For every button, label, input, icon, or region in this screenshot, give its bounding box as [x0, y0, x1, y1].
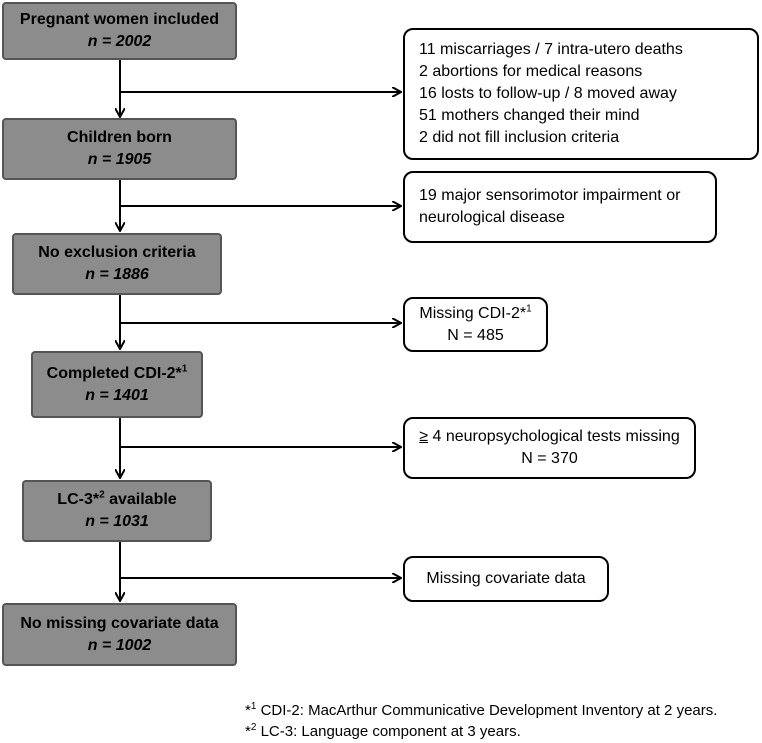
exclusion-line: 16 losts to follow-up / 8 moved away	[419, 85, 677, 102]
box-count: n = 1401	[85, 386, 149, 404]
box-count: n = 1002	[87, 636, 152, 654]
box-title: Pregnant women included	[19, 11, 220, 28]
exclusion-line: 19 major sensorimotor impairment or	[419, 187, 681, 204]
exclusion-box-4: ≥ 4 neuropsychological tests missing N =…	[403, 417, 696, 479]
exclusion-line: Missing covariate data	[426, 570, 586, 587]
exclusion-count: N = 485	[447, 326, 504, 344]
exclusion-line: 2 did not fill inclusion criteria	[419, 129, 620, 146]
exclusion-line: ≥ 4 neuropsychological tests missing	[419, 428, 680, 445]
box-title: LC-3*2 available	[57, 489, 177, 508]
footnote-1: *1 CDI-2: MacArthur Communicative Develo…	[245, 701, 718, 720]
exclusion-line: neurological disease	[419, 209, 565, 226]
box-title: No exclusion criteria	[38, 244, 196, 261]
exclusion-box-3: Missing CDI-2*1 N = 485	[403, 297, 548, 352]
exclusion-line: 11 miscarriages / 7 intra-utero deaths	[419, 41, 683, 58]
exclusion-count: N = 370	[521, 450, 578, 467]
box-no-exclusion: No exclusion criteria n = 1886	[12, 233, 222, 295]
box-pregnant-women: Pregnant women included n = 2002	[2, 2, 237, 60]
box-count: n = 2002	[87, 33, 152, 50]
exclusion-line: 51 mothers changed their mind	[419, 107, 640, 124]
box-children-born: Children born n = 1905	[2, 118, 237, 180]
exclusion-box-1: 11 miscarriages / 7 intra-utero deaths 2…	[403, 28, 759, 160]
box-count: n = 1905	[87, 151, 152, 168]
box-title: Children born	[67, 129, 172, 146]
box-count: n = 1886	[85, 266, 149, 283]
box-completed-cdi2: Completed CDI-2*1 n = 1401	[31, 351, 203, 418]
box-lc3-available: LC-3*2 available n = 1031	[22, 480, 212, 542]
exclusion-box-2: 19 major sensorimotor impairment or neur…	[403, 171, 717, 243]
box-no-missing-covariate: No missing covariate data n = 1002	[2, 603, 237, 666]
box-count: n = 1031	[85, 513, 149, 530]
exclusion-line: Missing CDI-2*1	[419, 303, 532, 322]
footnote-2: *2 LC-3: Language component at 3 years.	[245, 722, 521, 741]
exclusion-line: 2 abortions for medical reasons	[419, 63, 643, 80]
box-title: No missing covariate data	[20, 614, 219, 632]
exclusion-box-5: Missing covariate data	[403, 556, 609, 602]
box-title: Completed CDI-2*1	[46, 363, 188, 382]
